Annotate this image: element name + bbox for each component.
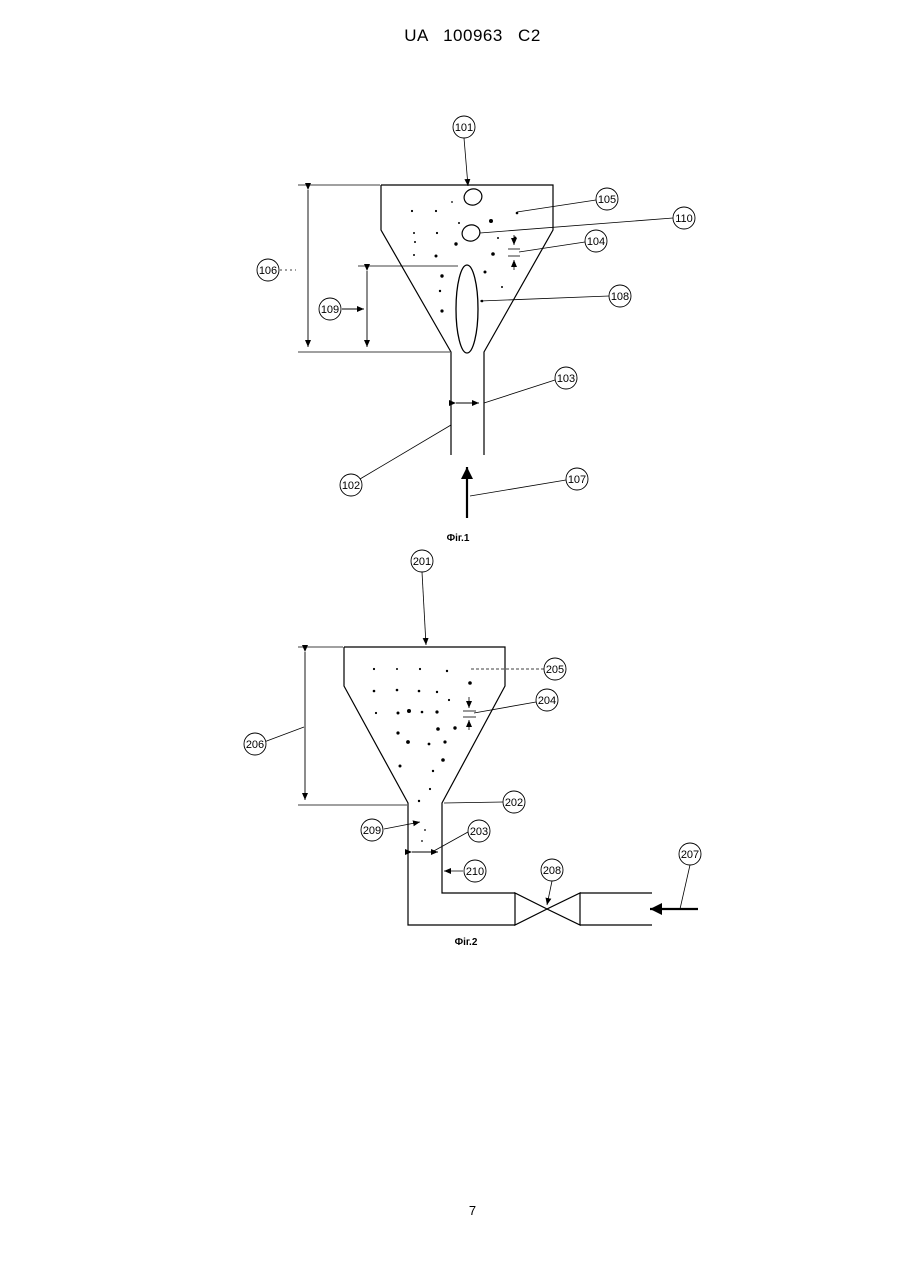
svg-text:101: 101	[455, 122, 473, 134]
fig2-leader-209	[384, 822, 420, 829]
svg-text:108: 108	[611, 291, 629, 303]
callout-207: 207	[679, 843, 701, 865]
callout-110: 110	[673, 207, 695, 229]
callout-202: 202	[503, 791, 525, 813]
callout-109: 109	[319, 298, 341, 320]
fig1-bubble-101	[462, 186, 484, 207]
fig2-leader-204	[474, 702, 536, 713]
svg-text:202: 202	[505, 797, 523, 809]
fig1-leader-103	[484, 380, 555, 403]
fig1-leader-107	[470, 480, 566, 496]
svg-text:201: 201	[413, 556, 431, 568]
fig1-leader-105	[517, 200, 596, 212]
fig2-leader-207	[680, 865, 690, 909]
callout-104: 104	[585, 230, 607, 252]
svg-text:104: 104	[587, 236, 605, 248]
fig2-leader-201	[422, 572, 426, 645]
callout-101: 101	[453, 116, 475, 138]
svg-text:210: 210	[466, 866, 484, 878]
callout-206: 206	[244, 733, 266, 755]
svg-text:208: 208	[543, 865, 561, 877]
fig2-leader-202	[444, 802, 503, 803]
callout-201: 201	[411, 550, 433, 572]
fig2-caption: Фіг.2	[455, 937, 478, 948]
fig1-leader-102	[360, 425, 451, 479]
fig2-particles	[373, 668, 472, 842]
callout-108: 108	[609, 285, 631, 307]
page-number: 7	[0, 1203, 901, 1218]
callout-205: 205	[544, 658, 566, 680]
callout-107: 107	[566, 468, 588, 490]
fig2-leader-208	[547, 881, 552, 905]
callout-208: 208	[541, 859, 563, 881]
callout-204: 204	[536, 689, 558, 711]
svg-text:205: 205	[546, 664, 564, 676]
fig2-valve-208	[515, 893, 580, 925]
fig1-callouts: 101 105 110 104 106 108 109 103 107 102	[257, 116, 695, 496]
svg-text:207: 207	[681, 849, 699, 861]
fig2-vessel-outer-outline	[344, 647, 515, 925]
fig1-bubble-110	[460, 222, 482, 243]
fig1-particles	[411, 201, 518, 313]
fig1-leader-104	[519, 242, 585, 252]
svg-text:105: 105	[598, 194, 616, 206]
svg-text:103: 103	[557, 373, 575, 385]
fig1-leader-108	[480, 296, 609, 301]
fig2-callouts: 201 205 204 206 202 209 203 207 208 210	[244, 550, 701, 882]
callout-105: 105	[596, 188, 618, 210]
fig2-dim206-leader	[264, 727, 304, 742]
callout-210: 210	[464, 860, 486, 882]
fig1-leader-110	[480, 218, 673, 233]
svg-text:107: 107	[568, 474, 586, 486]
svg-text:203: 203	[470, 826, 488, 838]
callout-102: 102	[340, 474, 362, 496]
svg-text:110: 110	[675, 213, 693, 225]
svg-text:109: 109	[321, 304, 339, 316]
callout-106: 106	[257, 259, 279, 281]
callout-203: 203	[468, 820, 490, 842]
svg-text:204: 204	[538, 695, 556, 707]
fig2-outlet-pipe	[580, 893, 652, 925]
svg-text:106: 106	[259, 265, 277, 277]
fig2-leader-203	[432, 832, 468, 852]
callout-103: 103	[555, 367, 577, 389]
svg-text:209: 209	[363, 825, 381, 837]
fig1-caption: Фіг.1	[447, 533, 470, 544]
callout-209: 209	[361, 819, 383, 841]
svg-text:102: 102	[342, 480, 360, 492]
svg-text:206: 206	[246, 739, 264, 751]
fig1-spout-108	[456, 265, 478, 353]
fig1-leader-101	[464, 138, 468, 186]
